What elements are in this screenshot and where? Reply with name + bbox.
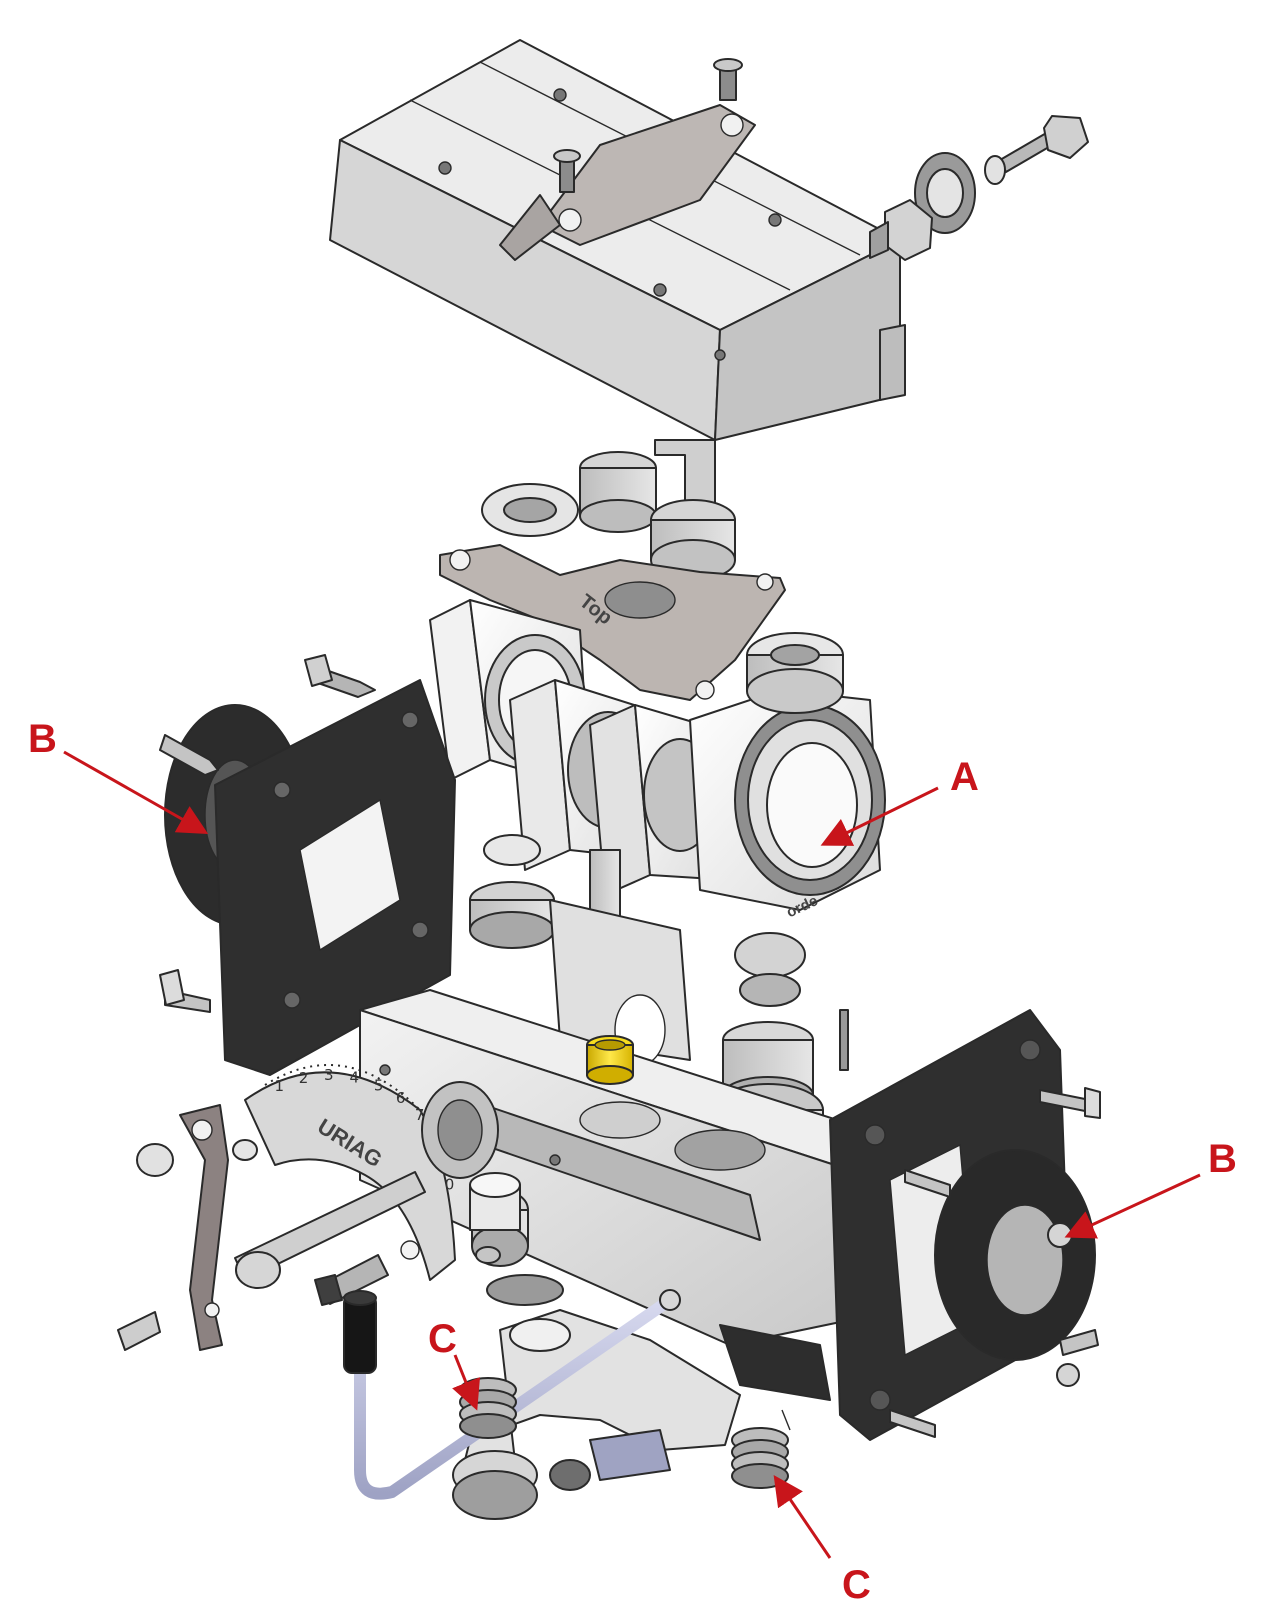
bearing-block-front: orde xyxy=(689,689,886,921)
adjustment-bracket xyxy=(179,1104,229,1351)
callout-label-C-bottom: C xyxy=(842,1563,871,1607)
callout-label-A: A xyxy=(950,755,979,799)
left-flange-bolts xyxy=(159,734,219,1013)
dial-scale-label: 3 xyxy=(324,1066,334,1084)
clamp-lever xyxy=(452,1309,741,1520)
top-spacer-plate: Top xyxy=(439,544,786,701)
right-spring xyxy=(731,1409,791,1489)
callout-label-C-top: C xyxy=(428,1317,457,1361)
cap-screw-top xyxy=(713,58,743,101)
dial-scale-label: 6 xyxy=(396,1089,406,1107)
yellow-sleeve xyxy=(586,1035,634,1085)
callout-C-bottom: C xyxy=(773,1475,871,1607)
dial-scale-label: 0 xyxy=(445,1176,455,1194)
cap-screw-plate xyxy=(553,149,581,193)
bracket-shaft xyxy=(117,1139,426,1351)
callout-label-B-left: B xyxy=(28,717,57,761)
callout-B-left: B xyxy=(28,717,209,834)
callout-label-B-right: B xyxy=(1208,1137,1237,1181)
callout-B-right: B xyxy=(1064,1137,1237,1239)
dial-scale-label: 7 xyxy=(415,1106,425,1124)
right-end-flange xyxy=(829,1009,1096,1441)
dial-scale-label: 4 xyxy=(350,1069,360,1087)
dial-scale-label: 1 xyxy=(275,1077,285,1095)
adjusting-bolt-assembly xyxy=(869,115,1089,261)
dial-scale-label: 2 xyxy=(299,1069,309,1087)
dial-scale-label: 5 xyxy=(374,1076,384,1094)
operating-handle xyxy=(343,1289,681,1500)
dial-spring-roller xyxy=(421,1081,521,1231)
upper-bearing-right xyxy=(746,632,844,714)
top-cover-housing xyxy=(329,39,906,506)
left-end-flange xyxy=(164,679,456,1076)
retaining-plate xyxy=(499,104,756,261)
left-pointed-screw xyxy=(304,654,376,698)
callout-C-top: C xyxy=(428,1317,481,1411)
angle-dial: 1234567890 URIAG xyxy=(244,1064,456,1281)
callout-A: A xyxy=(820,755,979,846)
